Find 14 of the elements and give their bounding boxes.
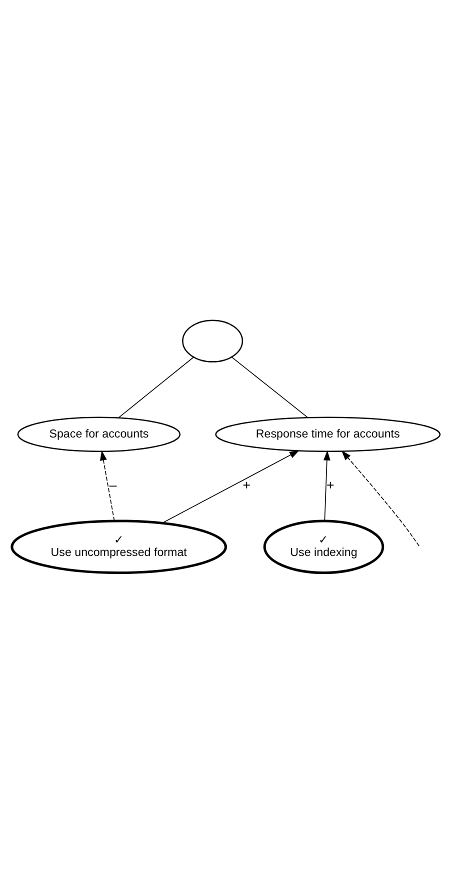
arrow bbox=[161, 450, 300, 524]
node-ellipse: ✓ Use indexing bbox=[263, 519, 384, 574]
arrow bbox=[100, 450, 115, 521]
arrow bbox=[341, 450, 420, 546]
arrow bbox=[323, 450, 330, 521]
edge-label: + bbox=[326, 476, 334, 492]
node-ellipse: Response time for accounts bbox=[215, 416, 441, 452]
node-cloud bbox=[182, 319, 244, 362]
connector bbox=[118, 356, 194, 418]
connector bbox=[231, 356, 308, 418]
node-ellipse: Space for accounts bbox=[17, 416, 181, 452]
edge-label: – bbox=[109, 476, 117, 492]
edge-label: + bbox=[242, 476, 250, 492]
node-ellipse: ✓ Use uncompressed format bbox=[10, 519, 227, 574]
